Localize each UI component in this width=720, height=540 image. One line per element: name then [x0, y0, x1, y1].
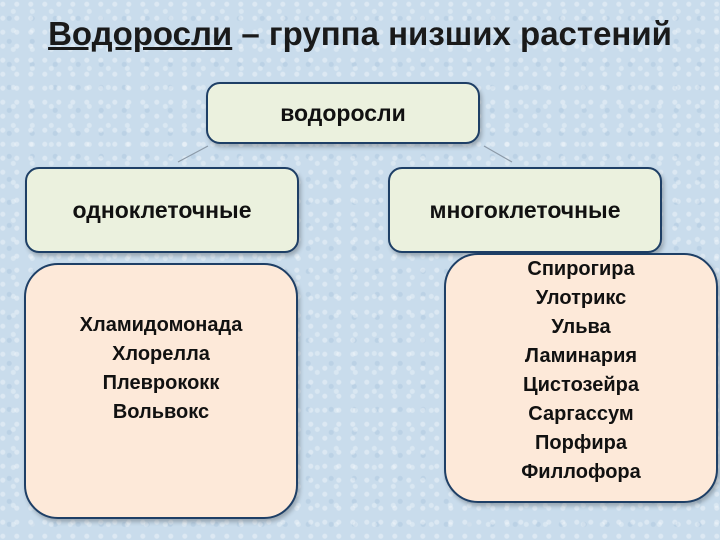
- root-node: водоросли: [206, 82, 480, 144]
- unicellular-label: одноклеточные: [72, 196, 252, 223]
- multicellular-label: многоклеточные: [429, 196, 621, 223]
- list-item: Ульва: [551, 316, 611, 338]
- unicellular-list: Хламидомонада Хлорелла Плеврококк Вольво…: [80, 311, 243, 427]
- connector-left: [177, 145, 209, 163]
- list-item: Вольвокс: [112, 401, 210, 423]
- list-item: Плеврококк: [102, 372, 220, 394]
- unicellular-node: одноклеточные: [25, 167, 299, 253]
- list-item: Цистозейра: [523, 374, 639, 396]
- multicellular-node: многоклеточные: [388, 167, 662, 253]
- root-label: водоросли: [280, 99, 406, 126]
- title-term: Водоросли: [48, 15, 233, 52]
- title-rest: – группа низших растений: [232, 15, 672, 52]
- connector-right: [483, 145, 513, 163]
- slide-title: Водоросли – группа низших растений: [0, 14, 720, 54]
- list-item: Порфира: [535, 432, 627, 454]
- list-item: Улотрикс: [535, 287, 627, 309]
- list-item: Саргассум: [528, 403, 634, 425]
- unicellular-examples: Хламидомонада Хлорелла Плеврококк Вольво…: [24, 263, 298, 519]
- list-item: Спирогира: [527, 258, 635, 280]
- list-item: Хламидомонада: [79, 314, 243, 336]
- multicellular-examples: Спирогира Улотрикс Ульва Ламинария Цисто…: [444, 253, 718, 503]
- list-item: Ламинария: [524, 345, 638, 367]
- multicellular-list: Спирогира Улотрикс Ульва Ламинария Цисто…: [521, 255, 641, 487]
- list-item: Хлорелла: [112, 343, 210, 365]
- list-item: Филлофора: [521, 461, 641, 483]
